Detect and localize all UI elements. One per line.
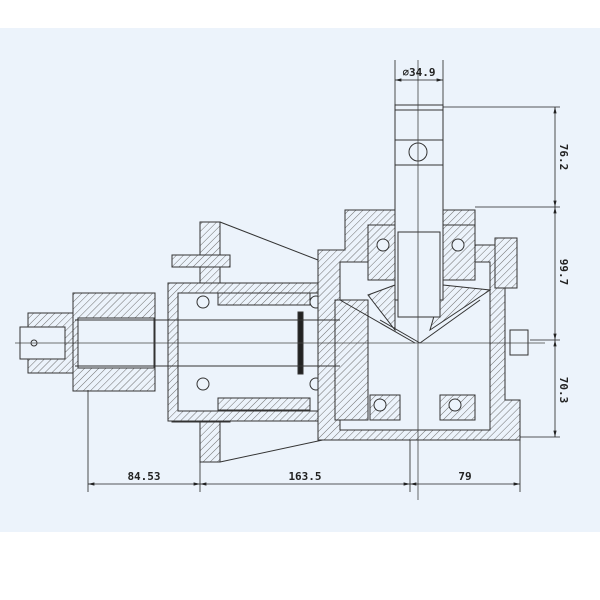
input-housing [167, 221, 361, 463]
dim-vertical-2: 99.7 [557, 259, 570, 286]
vertical-shaft [394, 104, 444, 318]
dim-vertical-1: 76.2 [557, 144, 570, 171]
dim-shaft-diameter: ⌀34.9 [402, 66, 435, 79]
dimension-lines [87, 60, 560, 492]
output-coupling [19, 292, 156, 392]
center-lines [15, 60, 545, 500]
dim-horizontal-1: 84.53 [127, 470, 160, 483]
horizontal-shaft [75, 319, 340, 367]
dim-vertical-3: 70.3 [557, 377, 570, 404]
gearbox-housing [317, 209, 529, 441]
dim-horizontal-3: 79 [458, 470, 471, 483]
dim-horizontal-2: 163.5 [288, 470, 321, 483]
